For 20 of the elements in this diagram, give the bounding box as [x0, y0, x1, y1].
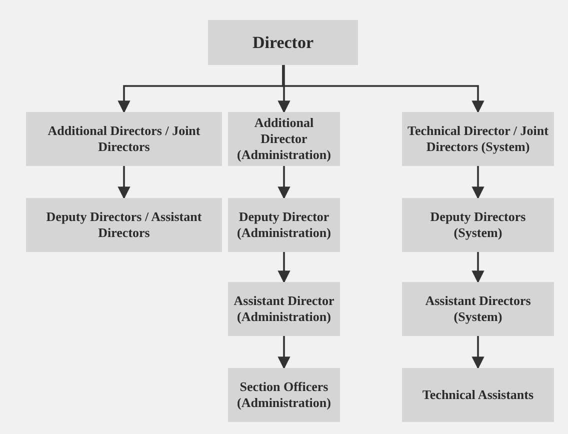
position-box: Assistant Directors (System) [402, 282, 554, 336]
arrow [278, 252, 290, 284]
title-box: Director [208, 20, 358, 65]
position-box: Additional Directors / Joint Directors [26, 112, 222, 166]
position-box: Section Officers (Administration) [228, 368, 340, 422]
position-box: Additional Director (Administration) [228, 112, 340, 166]
arrow [278, 65, 290, 114]
position-box: Technical Director / Joint Directors (System) [402, 112, 554, 166]
arrow [472, 252, 484, 284]
arrow [278, 336, 290, 370]
position-box: Deputy Directors / Assistant Directors [26, 198, 222, 252]
arrow [282, 65, 484, 114]
arrow [118, 166, 130, 200]
position-box: Deputy Director (Administration) [228, 198, 340, 252]
position-box: Technical Assistants [402, 368, 554, 422]
arrow [278, 166, 290, 200]
position-box: Deputy Directors (System) [402, 198, 554, 252]
position-box: Assistant Director (Administration) [228, 282, 340, 336]
arrow [472, 336, 484, 370]
arrow [472, 166, 484, 200]
